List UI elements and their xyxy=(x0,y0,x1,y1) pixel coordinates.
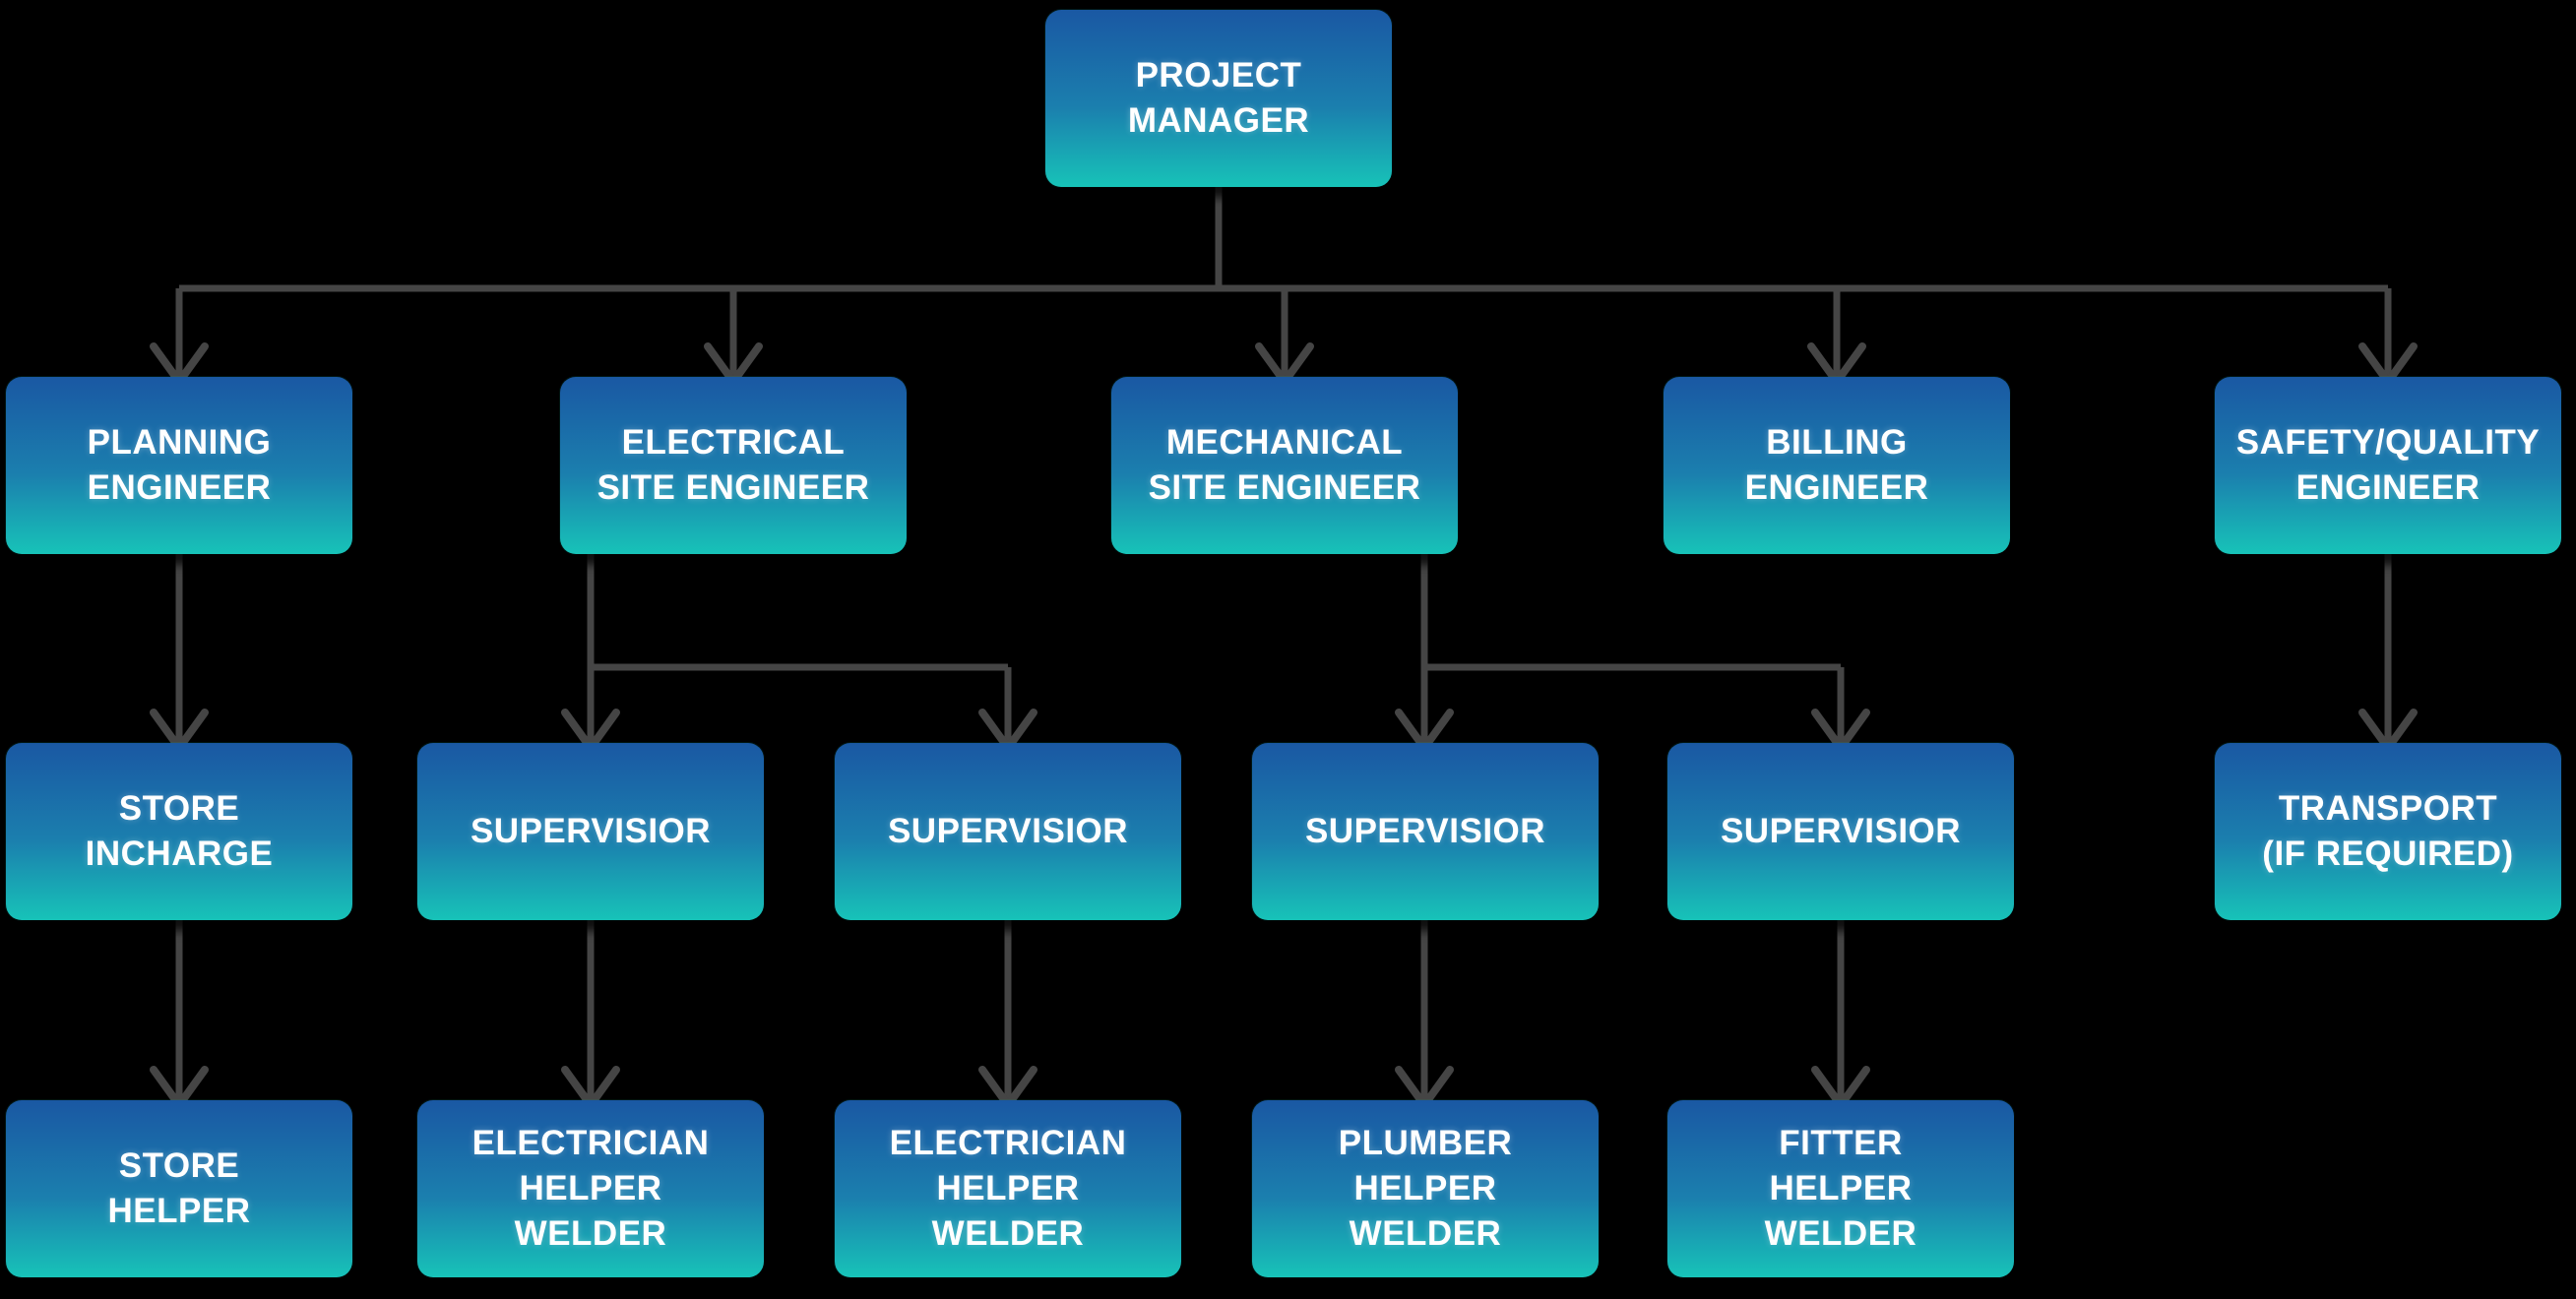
org-node-label: MECHANICAL SITE ENGINEER xyxy=(1148,422,1421,507)
org-node-store-helper: STORE HELPER xyxy=(6,1100,352,1277)
org-node-label: ELECTRICIAN HELPER WELDER xyxy=(889,1123,1127,1254)
org-node-label: PLUMBER HELPER WELDER xyxy=(1338,1123,1513,1254)
org-node-label: SUPERVISIOR xyxy=(470,811,712,850)
org-node-electrical-site-engineer: ELECTRICAL SITE ENGINEER xyxy=(560,377,907,554)
org-node-label: ELECTRICIAN HELPER WELDER xyxy=(471,1123,710,1254)
org-node-label: PROJECT MANAGER xyxy=(1127,55,1310,140)
org-node-fitter-helper-welder: FITTER HELPER WELDER xyxy=(1667,1100,2014,1277)
org-node-label: SUPERVISIOR xyxy=(1304,811,1546,850)
org-node-electrician-helper-welder-2: ELECTRICIAN HELPER WELDER xyxy=(835,1100,1181,1277)
org-node-electrician-helper-welder-1: ELECTRICIAN HELPER WELDER xyxy=(417,1100,764,1277)
org-node-mechanical-site-engineer: MECHANICAL SITE ENGINEER xyxy=(1111,377,1458,554)
org-node-supervisior-1: SUPERVISIOR xyxy=(417,743,764,920)
org-node-supervisior-3: SUPERVISIOR xyxy=(1252,743,1599,920)
org-node-label: FITTER HELPER WELDER xyxy=(1764,1123,1917,1254)
org-node-label: STORE INCHARGE xyxy=(85,788,274,873)
org-node-project-manager: PROJECT MANAGER xyxy=(1045,10,1392,187)
org-node-safety-quality-engineer: SAFETY/QUALITY ENGINEER xyxy=(2215,377,2561,554)
org-node-store-incharge: STORE INCHARGE xyxy=(6,743,352,920)
org-node-supervisior-4: SUPERVISIOR xyxy=(1667,743,2014,920)
org-node-billing-engineer: BILLING ENGINEER xyxy=(1664,377,2010,554)
org-node-label: STORE HELPER xyxy=(107,1145,251,1230)
org-node-transport-if-required: TRANSPORT (IF REQUIRED) xyxy=(2215,743,2561,920)
org-node-label: PLANNING ENGINEER xyxy=(87,422,272,507)
org-node-label: ELECTRICAL SITE ENGINEER xyxy=(597,422,870,507)
org-node-label: TRANSPORT (IF REQUIRED) xyxy=(2262,788,2514,873)
org-node-label: SUPERVISIOR xyxy=(887,811,1129,850)
org-node-planning-engineer: PLANNING ENGINEER xyxy=(6,377,352,554)
org-node-label: SAFETY/QUALITY ENGINEER xyxy=(2235,422,2541,507)
org-node-label: BILLING ENGINEER xyxy=(1744,422,1929,507)
org-node-label: SUPERVISIOR xyxy=(1720,811,1962,850)
org-node-plumber-helper-welder: PLUMBER HELPER WELDER xyxy=(1252,1100,1599,1277)
org-node-supervisior-2: SUPERVISIOR xyxy=(835,743,1181,920)
